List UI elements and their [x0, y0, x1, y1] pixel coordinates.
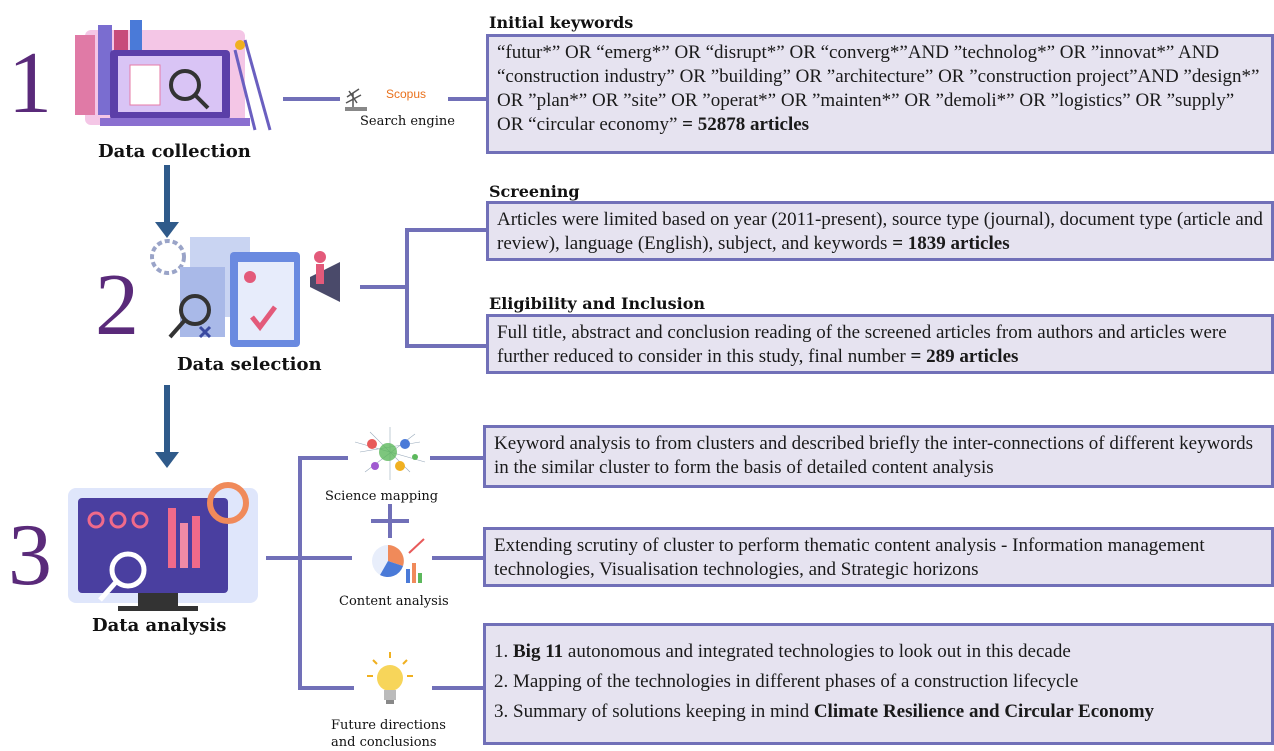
connector-sm — [430, 456, 486, 460]
initial-keywords-box: “futur*” OR “emerg*” OR “disrupt*” OR “c… — [486, 34, 1274, 154]
eligibility-result: = 289 articles — [910, 346, 1019, 367]
future-label-1: Future directions — [331, 718, 446, 733]
connector-3-vertical — [298, 456, 302, 690]
connector-2 — [360, 285, 407, 289]
eligibility-header: Eligibility and Inclusion — [489, 294, 706, 313]
arrow-down-icon — [155, 222, 179, 238]
scopus-logo — [345, 88, 367, 111]
connector-1 — [283, 97, 340, 101]
connector-2-bottom — [405, 344, 487, 348]
future-item-2: 2. Mapping of the technologies in differ… — [494, 671, 1079, 692]
science-mapping-box: Keyword analysis to from clusters and de… — [483, 425, 1274, 488]
content-analysis-text: Extending scrutiny of cluster to perform… — [494, 535, 1205, 580]
future-item-1: 1. Big 11 autonomous and integrated tech… — [494, 641, 1071, 662]
lightbulb-icon — [367, 652, 413, 704]
plus-vertical — [388, 504, 392, 538]
screening-result: = 1839 articles — [892, 233, 1010, 254]
screening-header: Screening — [489, 182, 580, 201]
data-analysis-illustration — [68, 482, 258, 611]
arrow-2-3-shaft — [164, 385, 170, 455]
step3-caption: Data analysis — [92, 615, 227, 636]
initial-keywords-header: Initial keywords — [489, 13, 634, 32]
step2-caption: Data selection — [177, 354, 322, 375]
future-directions-box: 1. Big 11 autonomous and integrated tech… — [483, 623, 1274, 745]
connector-ca — [432, 556, 486, 560]
connector-3-top — [298, 456, 348, 460]
science-mapping-network-icon — [354, 427, 426, 480]
connector-2-vertical — [405, 228, 409, 348]
future-item-3: 3. Summary of solutions keeping in mind … — [494, 701, 1155, 722]
connector-fd — [432, 686, 486, 690]
initial-keywords-result: = 52878 articles — [682, 114, 810, 135]
scopus-logo-text: Scopus — [386, 87, 427, 101]
connector-3-bottom — [298, 686, 354, 690]
arrow-down-icon — [155, 452, 179, 468]
step-number-2: 2 — [95, 257, 139, 354]
initial-keywords-text: “futur*” OR “emerg*” OR “disrupt*” OR “c… — [497, 42, 1260, 135]
search-engine-label: Search engine — [360, 114, 455, 129]
screening-text: Articles were limited based on year (201… — [497, 209, 1263, 254]
content-analysis-chart-icon — [372, 538, 425, 583]
connector-1b — [448, 97, 488, 101]
connector-3 — [266, 556, 302, 560]
eligibility-text: Full title, abstract and conclusion read… — [497, 322, 1227, 367]
science-mapping-text: Keyword analysis to from clusters and de… — [494, 433, 1254, 478]
data-selection-illustration — [150, 237, 340, 347]
step-number-1: 1 — [8, 35, 52, 132]
data-collection-illustration — [75, 20, 272, 131]
screening-box: Articles were limited based on year (201… — [486, 201, 1274, 261]
arrow-1-2-shaft — [164, 165, 170, 225]
future-label-2: and conclusions — [331, 735, 437, 750]
connector-2-top — [405, 228, 487, 232]
connector-3-mid — [302, 556, 352, 560]
content-analysis-box: Extending scrutiny of cluster to perform… — [483, 527, 1274, 587]
eligibility-box: Full title, abstract and conclusion read… — [486, 314, 1274, 374]
step1-caption: Data collection — [98, 141, 251, 162]
science-mapping-label: Science mapping — [325, 489, 439, 504]
step-number-3: 3 — [8, 507, 52, 604]
content-analysis-label: Content analysis — [339, 594, 449, 609]
